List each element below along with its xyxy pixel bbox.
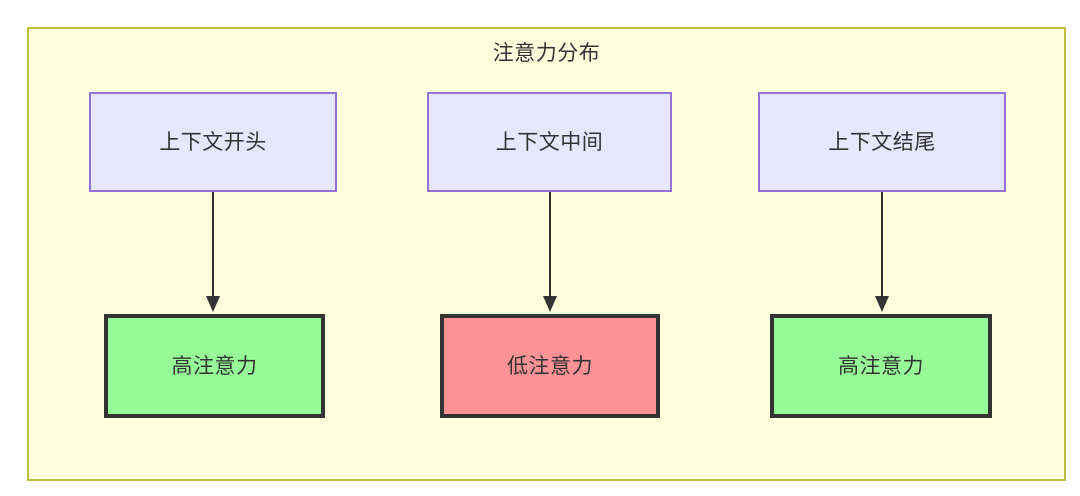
node-high-attention-end-label: 高注意力 (838, 354, 924, 378)
subgraph-title: 注意力分布 (492, 42, 601, 65)
node-context-end[interactable]: 上下文结尾 (758, 92, 1006, 192)
node-context-middle-label: 上下文中间 (495, 130, 604, 154)
node-high-attention-end[interactable]: 高注意力 (770, 314, 992, 418)
edge-context-start-to-high-attention (205, 192, 221, 314)
node-high-attention-start-label: 高注意力 (171, 354, 258, 378)
node-low-attention-middle[interactable]: 低注意力 (440, 314, 660, 418)
edge-context-end-to-high-attention (874, 192, 890, 314)
node-context-start-label: 上下文开头 (159, 130, 267, 154)
node-context-start[interactable]: 上下文开头 (89, 92, 337, 192)
arrow-down-icon (875, 192, 889, 312)
arrow-down-icon (543, 192, 557, 312)
arrow-down-icon (206, 192, 220, 312)
node-high-attention-start[interactable]: 高注意力 (104, 314, 325, 418)
node-context-middle[interactable]: 上下文中间 (427, 92, 672, 192)
edge-context-middle-to-low-attention (542, 192, 558, 314)
node-low-attention-middle-label: 低注意力 (507, 354, 593, 378)
node-context-end-label: 上下文结尾 (828, 130, 936, 154)
